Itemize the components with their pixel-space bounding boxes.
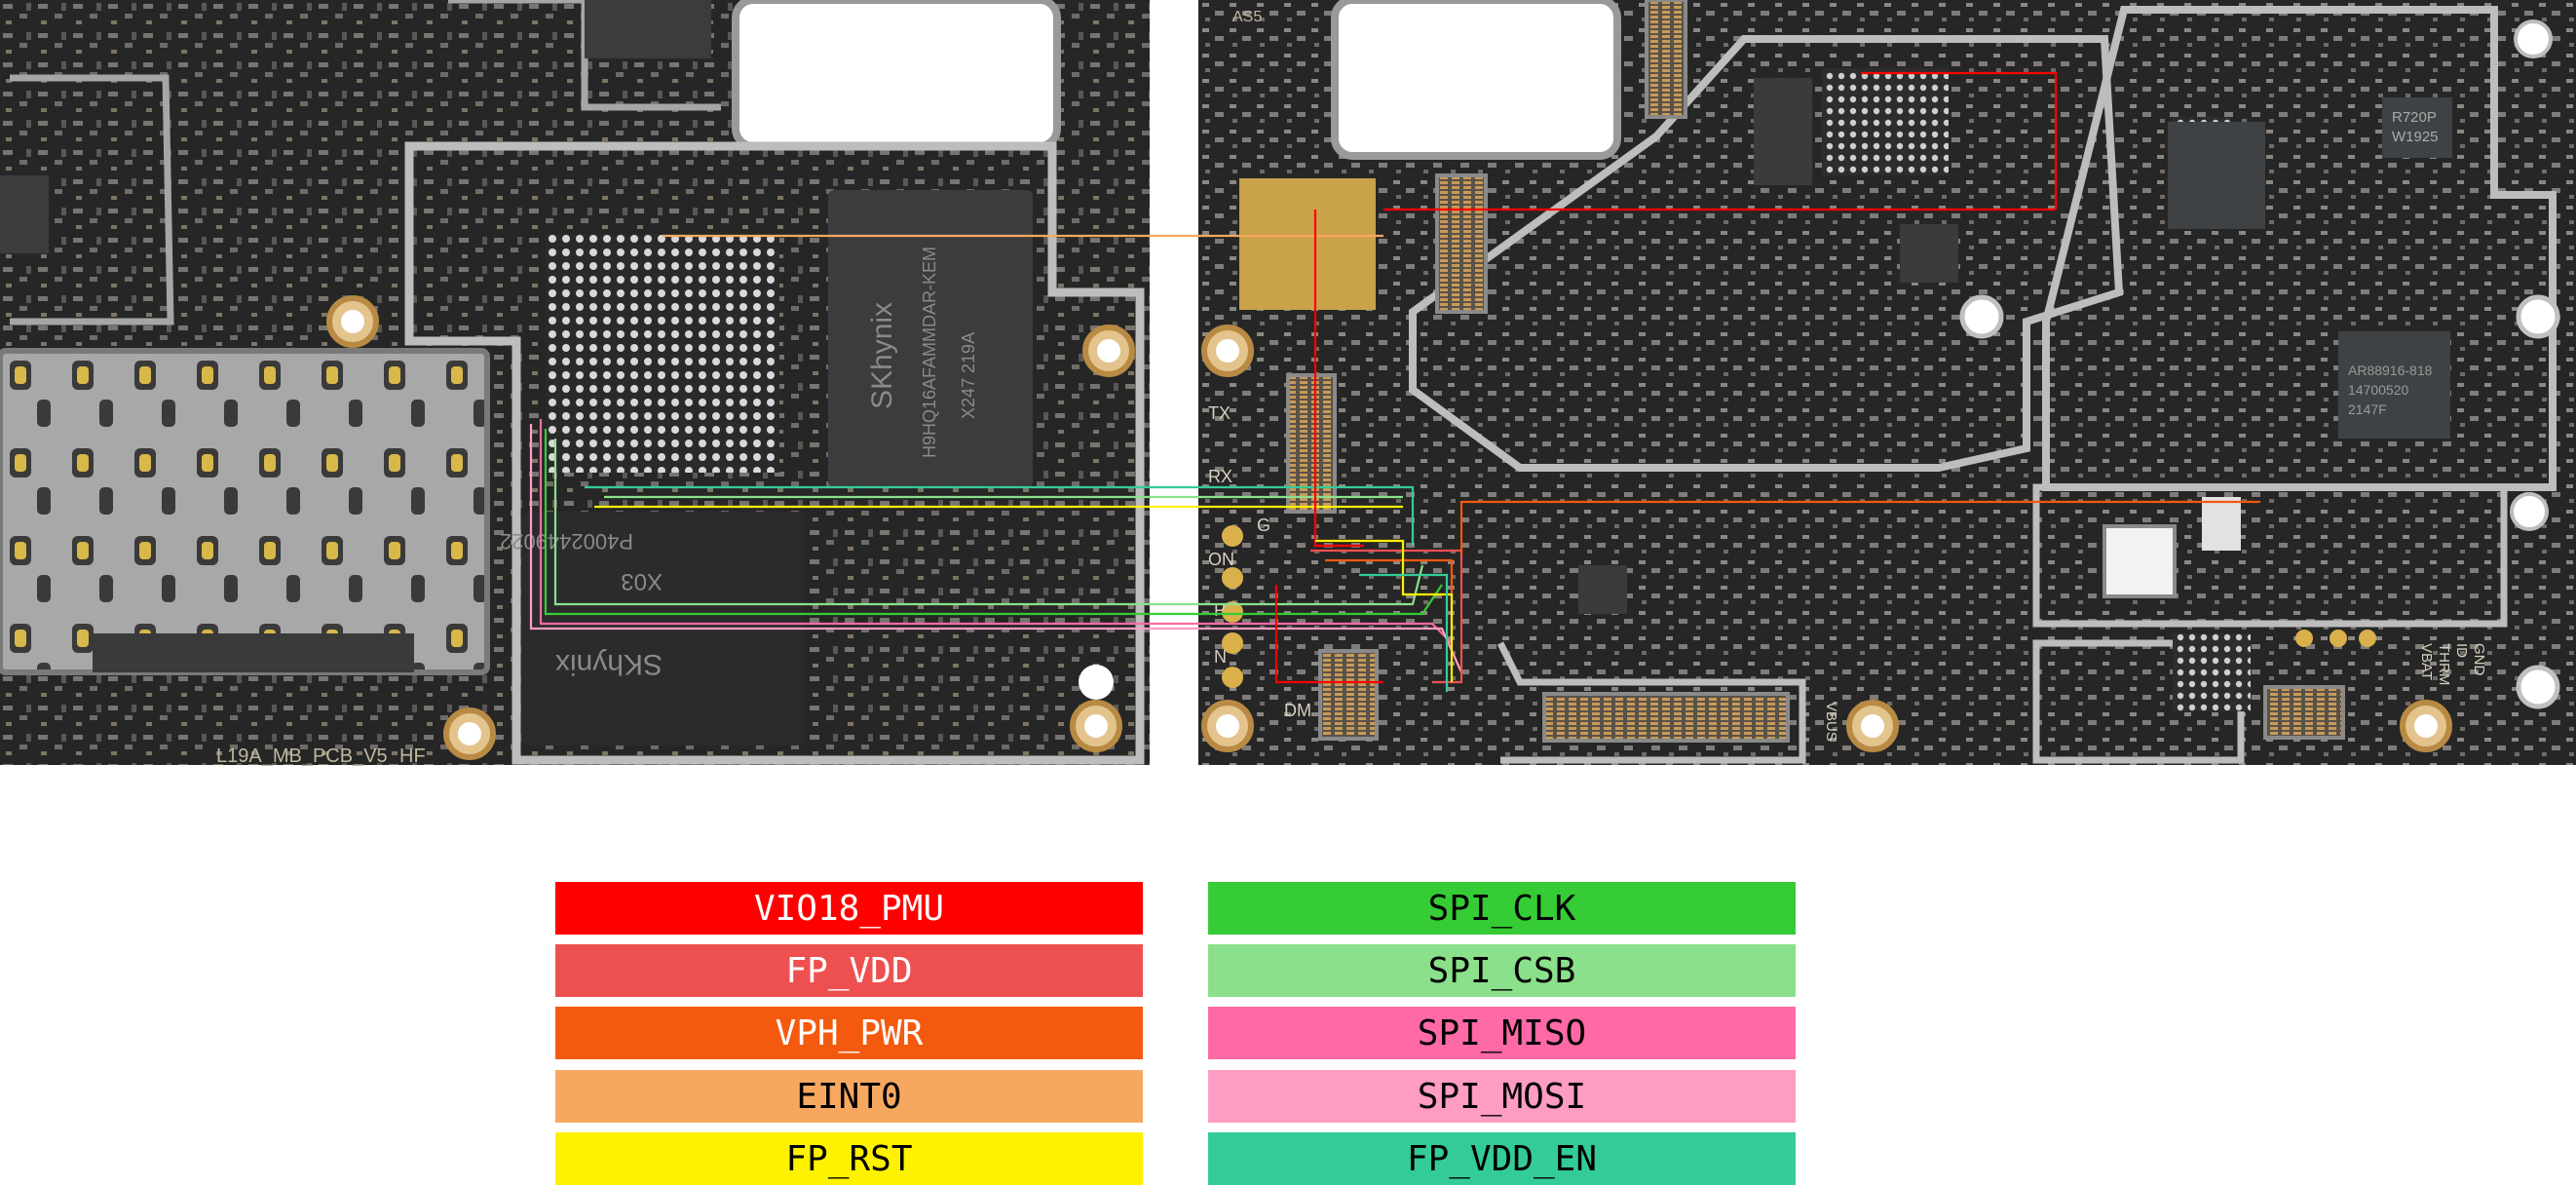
pcb-label-as5: AS5 bbox=[1232, 9, 1262, 25]
legend-vph-pwr: VPH_PWR bbox=[555, 1007, 1143, 1059]
ram-chip bbox=[828, 190, 1033, 487]
legend-label: FP_VDD bbox=[785, 950, 913, 991]
pcb-silkscreen-label: L19A_MB_PCB_V5 bbox=[216, 745, 388, 767]
pmic-chip bbox=[2382, 97, 2452, 158]
fingerprint-connector bbox=[1318, 649, 1379, 741]
svg-text:X247 219A: X247 219A bbox=[959, 332, 978, 419]
svg-text:SKhynix: SKhynix bbox=[555, 648, 663, 680]
legend-label: SPI_CLK bbox=[1427, 888, 1576, 929]
svg-text:H9HQ16AFAMMDAR-KEM: H9HQ16AFAMMDAR-KEM bbox=[920, 247, 939, 458]
svg-text:2147F: 2147F bbox=[2348, 401, 2387, 417]
svg-text:AR88916-818: AR88916-818 bbox=[2348, 363, 2433, 378]
legend-label: VPH_PWR bbox=[775, 1013, 924, 1053]
legend-label: EINT0 bbox=[796, 1076, 902, 1117]
sim-card-holder bbox=[0, 351, 487, 672]
pad-label-rx: RX bbox=[1208, 467, 1232, 486]
svg-text:W1925: W1925 bbox=[2392, 129, 2439, 145]
test-pads bbox=[1222, 525, 2376, 688]
right-board: AR88916-818 14700520 2147F R720P W1925 bbox=[1198, 0, 2576, 765]
fpc-connector bbox=[1286, 373, 1337, 514]
legend-vio18-pmu: VIO18_PMU bbox=[555, 882, 1143, 935]
legend-fp-rst: FP_RST bbox=[555, 1132, 1143, 1185]
legend-label: SPI_CSB bbox=[1427, 950, 1576, 991]
pcb-hf-label: HF bbox=[399, 745, 426, 767]
legend-fp-vdd-en: FP_VDD_EN bbox=[1208, 1132, 1796, 1185]
pad-label-g: G bbox=[1257, 516, 1270, 535]
svg-text:R720P: R720P bbox=[2392, 109, 2437, 126]
svg-text:14700520: 14700520 bbox=[2348, 382, 2409, 398]
legend-label: SPI_MISO bbox=[1417, 1013, 1587, 1053]
svg-text:X03: X03 bbox=[621, 568, 663, 594]
signal-traces bbox=[529, 71, 2260, 692]
pad-label-vbus: VBUS bbox=[1823, 702, 1839, 742]
cpu-bga-pads bbox=[546, 234, 779, 473]
pad-label-id: ID bbox=[2453, 643, 2470, 658]
legend-eint0: EINT0 bbox=[555, 1070, 1143, 1123]
pad-label-on: ON bbox=[1208, 550, 1234, 569]
legend-label: VIO18_PMU bbox=[753, 888, 945, 929]
legend-label: FP_RST bbox=[785, 1138, 913, 1179]
pad-label-n: N bbox=[1214, 647, 1227, 667]
pad-label-thrm: THRM bbox=[2436, 643, 2452, 685]
legend-spi-csb: SPI_CSB bbox=[1208, 944, 1796, 997]
fpc-connector bbox=[1542, 692, 1790, 743]
pad-label-gnd: GND bbox=[2471, 643, 2487, 676]
audio-ic bbox=[2338, 331, 2450, 439]
pad-label-vbat: VBAT bbox=[2418, 643, 2435, 680]
pad-label-tx: TX bbox=[1208, 403, 1231, 423]
fpc-connector bbox=[1435, 173, 1488, 314]
pad-label-dm: DM bbox=[1284, 701, 1311, 720]
svg-text:P4002449022: P4002449022 bbox=[500, 529, 633, 554]
legend-label: FP_VDD_EN bbox=[1406, 1138, 1598, 1179]
svg-text:SKhynix: SKhynix bbox=[866, 302, 898, 409]
legend-fp-vdd: FP_VDD bbox=[555, 944, 1143, 997]
legend-label: SPI_MOSI bbox=[1417, 1076, 1587, 1117]
pcb-board-photo: SKhynix H9HQ16AFAMMDAR-KEM X247 219A P40… bbox=[0, 0, 2576, 767]
legend-spi-mosi: SPI_MOSI bbox=[1208, 1070, 1796, 1123]
legend-spi-miso: SPI_MISO bbox=[1208, 1007, 1796, 1059]
left-board: SKhynix H9HQ16AFAMMDAR-KEM X247 219A P40… bbox=[0, 0, 1150, 767]
legend-spi-clk: SPI_CLK bbox=[1208, 882, 1796, 935]
gold-pad bbox=[1239, 178, 1376, 310]
